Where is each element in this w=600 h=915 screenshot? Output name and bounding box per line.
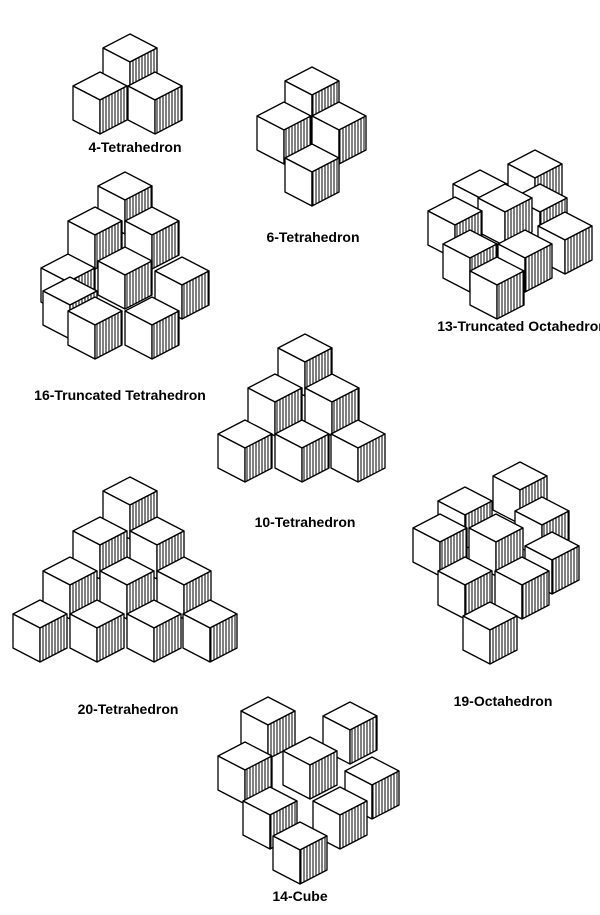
label-19-octahedron: 19-Octahedron <box>453 693 553 709</box>
cluster-19-octahedron <box>412 461 580 665</box>
hatched-side-face <box>151 310 180 360</box>
dodecahedron-unit <box>42 556 98 620</box>
cluster-13-truncated-octahedron <box>427 149 593 320</box>
hatched-side-face <box>309 750 338 800</box>
hatched-side-face <box>299 835 328 885</box>
hatched-side-face <box>153 613 182 663</box>
hatched-side-face <box>496 270 525 320</box>
hatched-side-face <box>301 433 330 483</box>
dodecahedron-unit <box>412 513 468 577</box>
dodecahedron-unit <box>67 296 123 360</box>
dodecahedron-unit <box>477 183 533 247</box>
hatched-side-face <box>96 613 125 663</box>
dodecahedron-unit <box>97 246 153 310</box>
hatched-side-face <box>349 715 378 765</box>
dodecahedron-unit <box>12 599 68 663</box>
hatched-side-face <box>94 310 123 360</box>
cluster-6-tetrahedron <box>256 66 367 207</box>
dodecahedron-unit <box>217 419 273 483</box>
hatched-side-face <box>311 157 340 207</box>
hatched-side-face <box>154 85 183 135</box>
hatched-side-face <box>151 220 180 270</box>
dodecahedron-unit <box>322 701 378 765</box>
hatched-side-face <box>524 243 553 293</box>
dodecahedron-unit <box>494 556 550 620</box>
dodecahedron-unit <box>344 756 400 820</box>
label-6-tetrahedron: 6-Tetrahedron <box>266 229 360 245</box>
label-13-truncated-octahedron: 13-Truncated Octahedron <box>437 318 600 334</box>
hatched-side-face <box>551 545 580 595</box>
cluster-10-tetrahedron <box>217 333 386 483</box>
hatched-side-face <box>564 225 593 275</box>
cluster-14-cube <box>217 696 400 885</box>
hatched-side-face <box>521 570 550 620</box>
hatched-side-face <box>99 85 128 135</box>
hatched-side-face <box>39 613 68 663</box>
label-10-tetrahedron: 10-Tetrahedron <box>254 514 356 530</box>
hatched-side-face <box>209 613 238 663</box>
dodecahedron-unit <box>127 71 183 135</box>
hatched-side-face <box>489 615 518 665</box>
dodecahedron-unit <box>72 71 128 135</box>
cluster-16-truncated-tetrahedron <box>40 171 210 360</box>
dodecahedron-unit <box>304 373 360 437</box>
cluster-4-tetrahedron <box>72 33 183 135</box>
hatched-side-face <box>244 433 273 483</box>
dodecahedron-unit <box>537 211 593 275</box>
dodecahedron-unit <box>124 296 180 360</box>
hatched-side-face <box>181 270 210 320</box>
label-16-truncated-tetrahedron: 16-Truncated Tetrahedron <box>34 387 206 403</box>
dodecahedron-unit <box>126 599 182 663</box>
dodecahedron-unit <box>69 599 125 663</box>
dodecahedron-unit <box>272 821 328 885</box>
dodecahedron-unit <box>282 736 338 800</box>
label-4-tetrahedron: 4-Tetrahedron <box>88 139 182 155</box>
label-14-cube: 14-Cube <box>272 888 328 904</box>
dodecahedron-unit <box>469 256 525 320</box>
hatched-side-face <box>357 433 386 483</box>
hatched-side-face <box>371 770 400 820</box>
label-20-tetrahedron: 20-Tetrahedron <box>77 701 179 717</box>
dodecahedron-unit <box>274 419 330 483</box>
dodecahedron-unit <box>330 419 386 483</box>
dodecahedron-unit <box>284 143 340 207</box>
hatched-side-face <box>339 800 368 850</box>
hatched-side-face <box>124 260 153 310</box>
dodecahedron-unit <box>154 256 210 320</box>
dodecahedron-unit <box>462 601 518 665</box>
cluster-20-tetrahedron <box>12 476 238 663</box>
dodecahedron-unit <box>182 599 238 663</box>
hatched-side-face <box>338 115 367 165</box>
